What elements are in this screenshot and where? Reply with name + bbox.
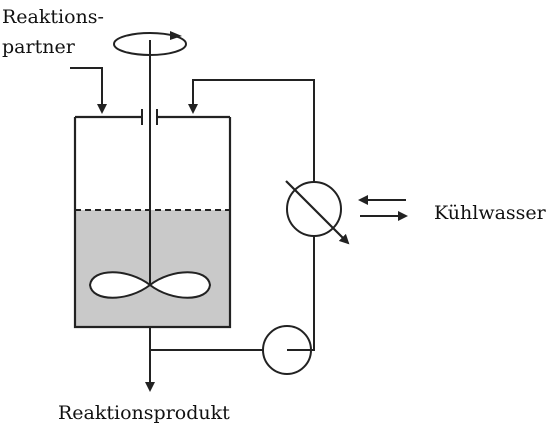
reactants-label-line2: partner [2,36,75,58]
impeller-icon [88,271,212,299]
pump-icon [262,325,312,375]
liquid-fill [75,210,230,327]
heat-exchanger-icon [285,180,350,245]
reactor-vessel [73,117,232,329]
circulation-return-line [188,79,315,182]
coolant-label: Kühlwasser [434,202,546,224]
circulation-line-to-exchanger [311,236,315,351]
product-label: Reaktionsprodukt [58,402,230,424]
reactant-feed-line [70,67,107,114]
rotation-arrow-icon [113,31,187,56]
reactants-label-line1: Reaktions- [2,6,104,28]
